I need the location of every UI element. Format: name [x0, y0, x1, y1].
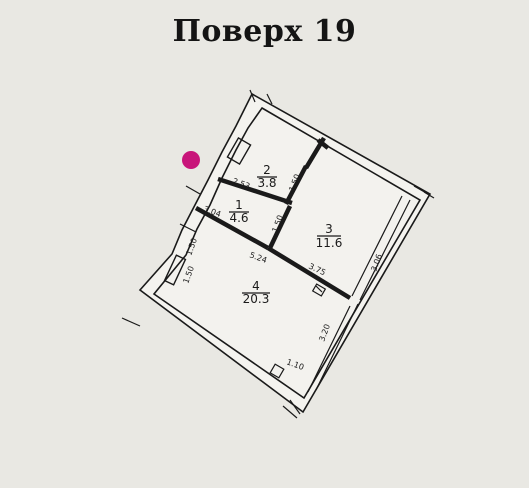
details: [163, 137, 411, 393]
room-2: 2 3.8: [257, 163, 277, 190]
room-3-area: 11.6: [316, 236, 343, 250]
room-4-number: 4: [252, 279, 260, 293]
room-2-area: 3.8: [257, 176, 276, 190]
room-1: 1 4.6: [229, 198, 249, 225]
room-3: 3 11.6: [316, 222, 343, 250]
room-1-area: 4.6: [229, 211, 248, 225]
partitions: [194, 136, 352, 300]
room-4-area: 20.3: [243, 292, 270, 306]
room-4: 4 20.3: [242, 279, 270, 306]
room-1-number: 1: [235, 198, 243, 212]
outer-walls: [138, 92, 432, 414]
floor-title: Поверх 19: [172, 14, 357, 49]
location-marker-icon: [182, 151, 200, 169]
wall-ticks: [121, 89, 435, 419]
room-2-number: 2: [263, 163, 271, 177]
room-3-number: 3: [325, 222, 333, 236]
